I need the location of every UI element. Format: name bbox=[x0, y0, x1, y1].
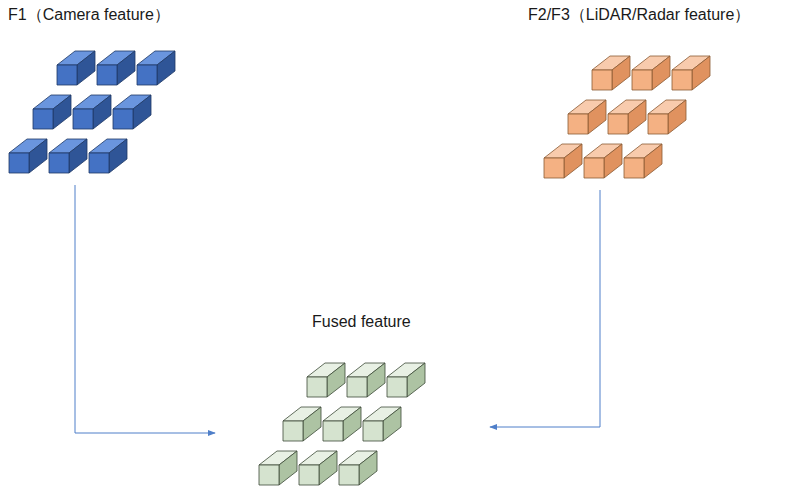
cuboid-front bbox=[113, 109, 133, 129]
cuboid bbox=[299, 451, 337, 485]
connector-arrow bbox=[75, 185, 215, 433]
cuboid-grid bbox=[255, 347, 445, 489]
cuboid bbox=[584, 144, 622, 178]
cuboid bbox=[672, 56, 710, 90]
cuboid bbox=[33, 95, 71, 129]
cuboid-front bbox=[648, 114, 668, 134]
cuboid-side bbox=[367, 363, 385, 397]
cuboid-front bbox=[283, 421, 303, 441]
cuboid bbox=[137, 51, 175, 85]
cuboid bbox=[339, 451, 377, 485]
cuboid bbox=[544, 144, 582, 178]
cuboid-side bbox=[303, 407, 321, 441]
cuboid bbox=[568, 100, 606, 134]
feature-title: F2/F3（LiDAR/Radar feature） bbox=[528, 5, 750, 25]
feature-title: F1（Camera feature） bbox=[8, 5, 170, 25]
cuboid-front bbox=[97, 65, 117, 85]
cuboid-front bbox=[49, 153, 69, 173]
cuboid-side bbox=[644, 144, 662, 178]
cuboid-side bbox=[343, 407, 361, 441]
feature-title: Fused feature bbox=[312, 312, 411, 332]
cuboid-side bbox=[157, 51, 175, 85]
cuboid-side bbox=[604, 144, 622, 178]
cuboid-side bbox=[383, 407, 401, 441]
cuboid-side bbox=[319, 451, 337, 485]
cuboid bbox=[592, 56, 630, 90]
cuboid-front bbox=[592, 70, 612, 90]
cuboid-front bbox=[584, 158, 604, 178]
cuboid-front bbox=[339, 465, 359, 485]
cuboid-grid bbox=[5, 35, 195, 180]
cuboid bbox=[259, 451, 297, 485]
cuboid-side bbox=[668, 100, 686, 134]
cuboid-side bbox=[69, 139, 87, 173]
connector-arrow bbox=[490, 190, 600, 427]
cuboid-front bbox=[632, 70, 652, 90]
cuboid-side bbox=[612, 56, 630, 90]
cuboid-front bbox=[672, 70, 692, 90]
cuboid-front bbox=[33, 109, 53, 129]
feature-grid: F2/F3（LiDAR/Radar feature） bbox=[525, 5, 795, 190]
cuboid bbox=[57, 51, 95, 85]
cuboid-front bbox=[259, 465, 279, 485]
cuboid-side bbox=[117, 51, 135, 85]
cuboid bbox=[283, 407, 321, 441]
cuboid-front bbox=[363, 421, 383, 441]
cuboid bbox=[307, 363, 345, 397]
cuboid-side bbox=[53, 95, 71, 129]
cuboid-front bbox=[323, 421, 343, 441]
cuboid-side bbox=[652, 56, 670, 90]
cuboid bbox=[624, 144, 662, 178]
cuboid bbox=[113, 95, 151, 129]
feature-grid: F1（Camera feature） bbox=[5, 5, 205, 185]
cuboid-front bbox=[608, 114, 628, 134]
cuboid bbox=[73, 95, 111, 129]
cuboid-front bbox=[624, 158, 644, 178]
cuboid-side bbox=[588, 100, 606, 134]
cuboid-side bbox=[133, 95, 151, 129]
cuboid-front bbox=[568, 114, 588, 134]
cuboid-front bbox=[137, 65, 157, 85]
cuboid-side bbox=[327, 363, 345, 397]
cuboid-side bbox=[407, 363, 425, 397]
cuboid-side bbox=[77, 51, 95, 85]
cuboid-front bbox=[57, 65, 77, 85]
cuboid-side bbox=[29, 139, 47, 173]
cuboid bbox=[648, 100, 686, 134]
cuboid-side bbox=[564, 144, 582, 178]
cuboid bbox=[9, 139, 47, 173]
cuboid bbox=[363, 407, 401, 441]
cuboid-side bbox=[279, 451, 297, 485]
cuboid-grid bbox=[540, 40, 730, 185]
cuboid bbox=[387, 363, 425, 397]
cuboid-front bbox=[544, 158, 564, 178]
cuboid-front bbox=[347, 377, 367, 397]
cuboid-side bbox=[692, 56, 710, 90]
cuboid-front bbox=[9, 153, 29, 173]
cuboid bbox=[89, 139, 127, 173]
cuboid-side bbox=[628, 100, 646, 134]
cuboid bbox=[632, 56, 670, 90]
cuboid-side bbox=[93, 95, 111, 129]
cuboid-side bbox=[359, 451, 377, 485]
cuboid-front bbox=[307, 377, 327, 397]
cuboid-front bbox=[89, 153, 109, 173]
cuboid-front bbox=[299, 465, 319, 485]
cuboid-front bbox=[73, 109, 93, 129]
cuboid-front bbox=[387, 377, 407, 397]
feature-grid: Fused feature bbox=[215, 312, 490, 488]
cuboid bbox=[323, 407, 361, 441]
cuboid-side bbox=[109, 139, 127, 173]
cuboid bbox=[347, 363, 385, 397]
cuboid bbox=[608, 100, 646, 134]
cuboid bbox=[97, 51, 135, 85]
cuboid bbox=[49, 139, 87, 173]
